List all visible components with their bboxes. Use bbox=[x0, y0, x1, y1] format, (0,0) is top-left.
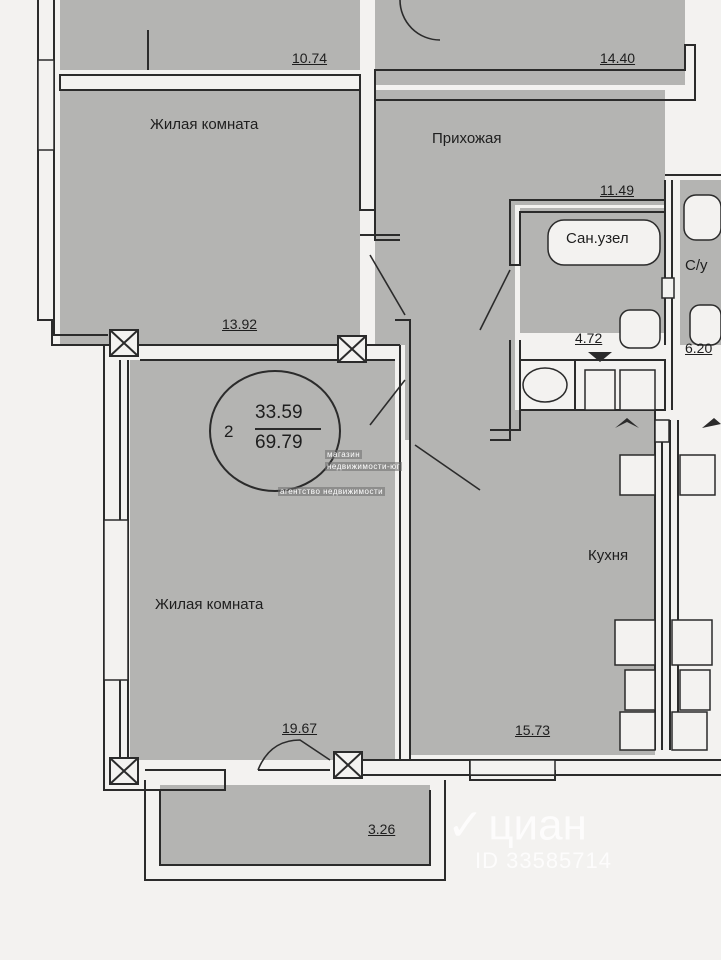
windows bbox=[37, 59, 556, 776]
room-fill-hallway bbox=[375, 90, 665, 440]
window-3 bbox=[469, 759, 556, 776]
stove-1 bbox=[614, 619, 656, 666]
kitchen-area: 15.73 bbox=[515, 722, 551, 738]
window-2 bbox=[103, 519, 129, 681]
bathtub-2 bbox=[683, 194, 721, 241]
door-swings bbox=[257, 0, 511, 771]
kitchen-label: Кухня bbox=[588, 547, 629, 564]
room-fill-living-top bbox=[60, 90, 360, 345]
fixtures bbox=[522, 194, 721, 751]
balcony-area: 3.26 bbox=[368, 821, 396, 837]
vent-ducts bbox=[109, 329, 367, 785]
hallway-label: Прихожая bbox=[432, 130, 502, 147]
toilet bbox=[619, 309, 661, 349]
cabinet bbox=[619, 369, 656, 411]
riser-1 bbox=[661, 277, 675, 299]
cian-logo-icon: ✓ bbox=[447, 801, 484, 850]
sink bbox=[522, 367, 568, 403]
washer bbox=[584, 369, 616, 411]
window-1 bbox=[37, 59, 55, 151]
room-fill-kitchen bbox=[410, 410, 655, 755]
vent-duct-3 bbox=[109, 757, 139, 785]
agency-watermark-line1: магазин bbox=[325, 450, 363, 459]
markers bbox=[588, 352, 721, 428]
total-area: 69.79 bbox=[255, 432, 303, 453]
riser-2 bbox=[654, 419, 670, 443]
counter-2 bbox=[679, 454, 716, 496]
fridge-1 bbox=[624, 669, 656, 711]
wc-label: С/у bbox=[685, 257, 708, 274]
toilet-2 bbox=[689, 304, 721, 346]
room-fill-top-left bbox=[60, 0, 360, 70]
vent-duct-4 bbox=[333, 751, 363, 779]
top-right-area: 14.40 bbox=[600, 50, 636, 66]
room-fill-top-right bbox=[375, 0, 685, 85]
cian-id-text: ID 33585714 bbox=[475, 848, 612, 873]
agency-watermark-line3: агентство недвижимости bbox=[278, 487, 386, 496]
living-room-bottom-label: Жилая комната bbox=[155, 596, 264, 613]
rooms-count: 2 bbox=[224, 422, 234, 441]
summary-divider bbox=[255, 428, 321, 430]
room-fill-balcony bbox=[160, 785, 430, 865]
cian-brand-text: циан bbox=[488, 800, 587, 850]
boiler-1 bbox=[619, 711, 656, 751]
boiler-2 bbox=[671, 711, 708, 751]
wc-area: 6.20 bbox=[685, 340, 713, 356]
vent-duct-1 bbox=[109, 329, 139, 357]
cian-watermark: ✓ циан bbox=[447, 800, 587, 851]
top-left-area: 10.74 bbox=[292, 50, 328, 66]
counter-1 bbox=[619, 454, 656, 496]
hallway-area: 11.49 bbox=[600, 182, 634, 198]
vent-duct-2 bbox=[337, 335, 367, 363]
bathroom-label: Сан.узел bbox=[563, 230, 632, 247]
living-room-top-label: Жилая комната bbox=[150, 116, 259, 133]
fridge-2 bbox=[679, 669, 711, 711]
living-area-total: 33.59 bbox=[255, 402, 303, 423]
living-room-top-area: 13.92 bbox=[222, 316, 258, 332]
stove-2 bbox=[671, 619, 713, 666]
agency-watermark-line2: недвижимости-юг bbox=[325, 462, 403, 471]
bathroom-area: 4.72 bbox=[575, 330, 603, 346]
living-room-bottom-area: 19.67 bbox=[282, 720, 318, 736]
summary-badge bbox=[209, 370, 341, 492]
